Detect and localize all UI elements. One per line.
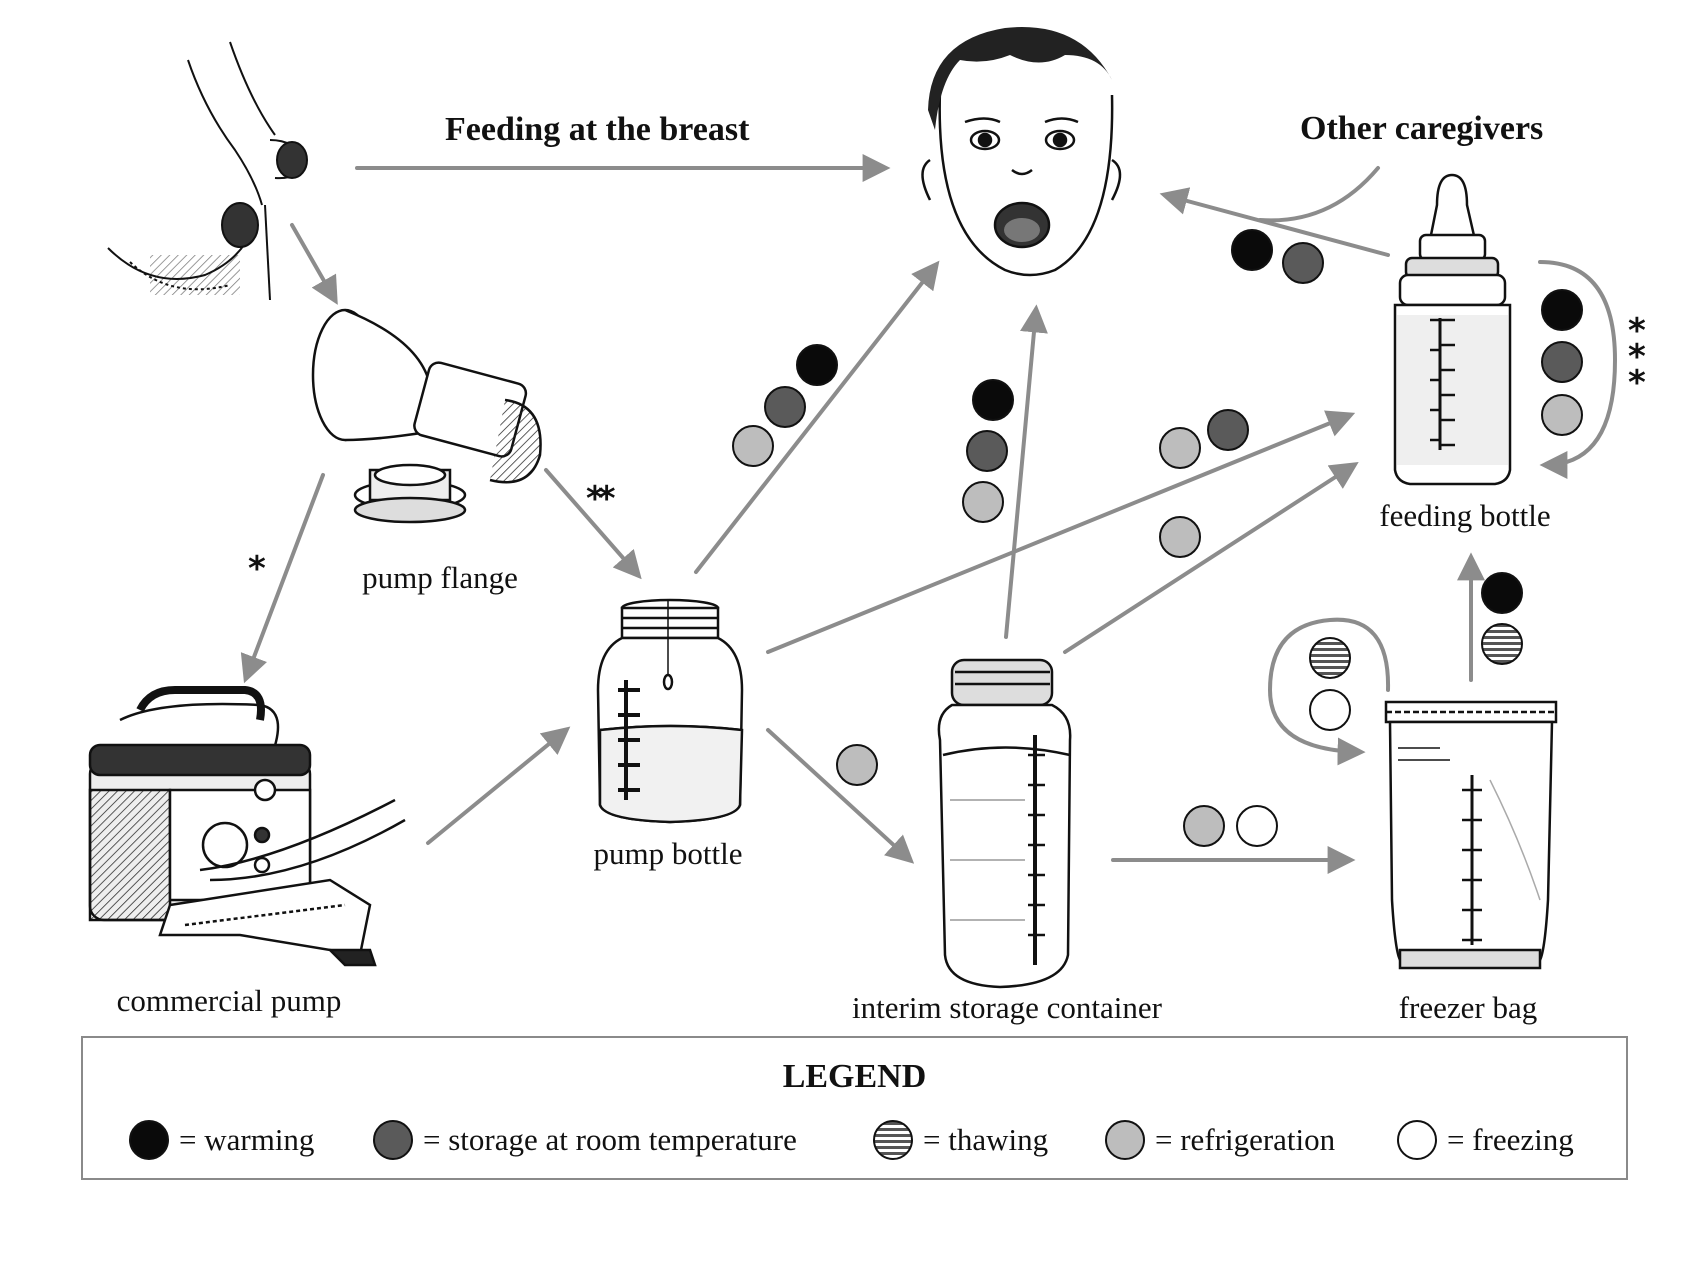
thawing-dot-icon bbox=[873, 1120, 913, 1160]
dot-thawing bbox=[1309, 637, 1351, 679]
arrow-freezer-bag-loop bbox=[1267, 617, 1391, 766]
pump-flange-icon bbox=[311, 308, 542, 524]
arrow-commercial-pump-to-pump-bottle bbox=[426, 726, 571, 845]
arrow-pump-bottle-to-storage bbox=[766, 728, 915, 864]
arrow-storage-to-feeding-bottle bbox=[1063, 461, 1359, 654]
legend-text-thawing: = thawing bbox=[923, 1122, 1049, 1157]
arrow-pump-bottle-to-baby bbox=[694, 260, 940, 574]
dot-refrigeration bbox=[732, 425, 774, 467]
legend-text-room-temperature: = storage at room temperature bbox=[423, 1122, 797, 1157]
label-interim-storage-container: interim storage container bbox=[852, 990, 1162, 1025]
dot-room-temperature bbox=[1541, 341, 1583, 383]
arrow-storage-to-baby bbox=[1004, 304, 1048, 639]
asterisk-triple: *** bbox=[1628, 311, 1646, 403]
arrow-flange-to-pump-bottle bbox=[544, 468, 642, 580]
freezing-dot-icon bbox=[1397, 1120, 1437, 1160]
arrow-feeding-bottle-to-baby bbox=[1159, 187, 1390, 257]
commercial-pump-icon bbox=[88, 686, 406, 967]
room-temperature-dot-icon bbox=[373, 1120, 413, 1160]
title-other-caregivers: Other caregivers bbox=[1300, 110, 1544, 147]
dot-refrigeration bbox=[1159, 516, 1201, 558]
baby-face-icon bbox=[921, 27, 1122, 277]
dot-warming bbox=[1481, 572, 1523, 614]
label-freezer-bag: freezer bag bbox=[1398, 990, 1538, 1025]
dot-refrigeration bbox=[1159, 427, 1201, 469]
asterisk-single: * bbox=[248, 549, 266, 589]
legend-item-freezing: = freezing bbox=[1397, 1120, 1574, 1160]
dot-freezing bbox=[1309, 689, 1351, 731]
dot-warming bbox=[972, 379, 1014, 421]
dot-freezing bbox=[1236, 805, 1278, 847]
dot-room-temperature bbox=[764, 386, 806, 428]
legend-text-refrigeration: = refrigeration bbox=[1155, 1122, 1336, 1157]
status-dots bbox=[732, 229, 1583, 847]
dot-warming bbox=[796, 344, 838, 386]
arrow-feeding-bottle-loop bbox=[1538, 260, 1618, 479]
arrow-breast-to-flange bbox=[290, 223, 338, 305]
legend-item-refrigeration: = refrigeration bbox=[1105, 1120, 1335, 1160]
legend-text-freezing: = freezing bbox=[1447, 1122, 1574, 1157]
legend-title: LEGEND bbox=[782, 1058, 927, 1095]
freezer-bag-icon bbox=[1384, 700, 1558, 970]
legend-text-warming: = warming bbox=[179, 1122, 315, 1157]
arrows bbox=[240, 154, 1618, 874]
refrigeration-dot-icon bbox=[1105, 1120, 1145, 1160]
arrow-flange-to-commercial-pump bbox=[240, 473, 325, 684]
legend: LEGEND = warming = storage at room tempe… bbox=[81, 1036, 1628, 1180]
storage-container-icon bbox=[937, 658, 1072, 989]
feeding-bottle-icon bbox=[1393, 173, 1512, 486]
pump-bottle-icon bbox=[596, 598, 744, 824]
arrow-caregivers-curve bbox=[1258, 166, 1380, 223]
label-feeding-bottle: feeding bottle bbox=[1379, 498, 1551, 533]
dot-room-temperature bbox=[966, 430, 1008, 472]
dot-refrigeration bbox=[836, 744, 878, 786]
dot-refrigeration bbox=[1183, 805, 1225, 847]
dot-room-temperature bbox=[1282, 242, 1324, 284]
dot-warming bbox=[1231, 229, 1273, 271]
legend-item-thawing: = thawing bbox=[873, 1120, 1048, 1160]
warming-dot-icon bbox=[129, 1120, 169, 1160]
dot-thawing bbox=[1481, 623, 1523, 665]
asterisk-double: ** bbox=[586, 479, 615, 519]
label-pump-bottle: pump bottle bbox=[593, 836, 743, 871]
label-commercial-pump: commercial pump bbox=[116, 983, 342, 1018]
legend-item-warming: = warming bbox=[129, 1120, 314, 1160]
dot-room-temperature bbox=[1207, 409, 1249, 451]
breast-icon bbox=[107, 41, 308, 301]
legend-item-room-temperature: = storage at room temperature bbox=[373, 1120, 797, 1160]
dot-refrigeration bbox=[1541, 394, 1583, 436]
arrow-pump-bottle-to-feeding-bottle bbox=[766, 410, 1356, 654]
dot-refrigeration bbox=[962, 481, 1004, 523]
dot-warming bbox=[1541, 289, 1583, 331]
title-feeding-at-breast: Feeding at the breast bbox=[445, 111, 750, 148]
label-pump-flange: pump flange bbox=[362, 560, 518, 595]
